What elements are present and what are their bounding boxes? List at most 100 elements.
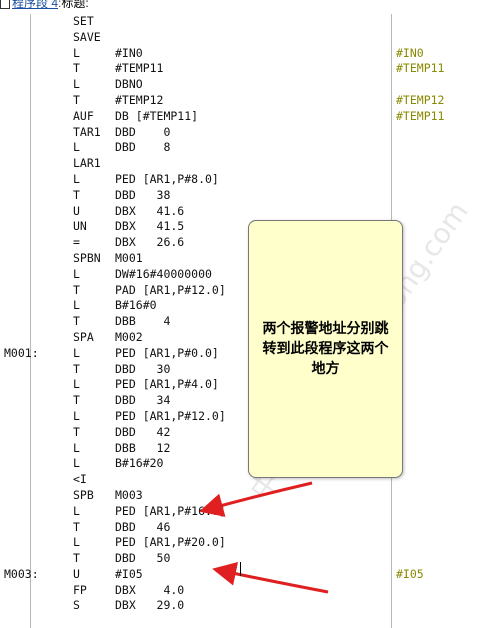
code-operator: U [73,566,80,581]
annotation-text: 两个报警地址分别跳转到此段程序这两个地方 [262,321,389,377]
code-comment: #TEMP12 [396,92,445,107]
code-operator: L [73,377,80,392]
code-line[interactable]: L PED [AR1,P#8.0] [0,172,490,188]
code-operator: T [73,187,80,202]
code-operator: FP [73,582,87,597]
code-operator: UN [73,219,87,234]
code-operand: M001 [115,250,143,265]
code-operand: DBNO [115,77,143,92]
code-operator: L [73,408,80,423]
header-separator: : [58,0,62,10]
code-operand: DBD 30 [115,361,171,376]
code-line[interactable]: L DW#16#40000000 [0,267,490,283]
code-line[interactable]: L#IN0#IN0 [0,46,490,62]
code-operator: L [73,77,80,92]
code-line[interactable]: L DBNO [0,77,490,93]
code-operand: B#16#20 [115,456,164,471]
code-line[interactable]: T DBD 46 [0,520,490,536]
code-operand: DBD 46 [115,519,171,534]
code-operand: M003 [115,487,143,502]
code-operator: SPBN [73,250,101,265]
code-line[interactable]: L B#16#20 [0,456,490,472]
code-operand: DBB 12 [115,440,171,455]
code-operand: DBD 42 [115,424,171,439]
code-operator: L [73,503,80,518]
code-line[interactable]: L PED [AR1,P#12.0] [0,409,490,425]
code-operator: T [73,282,80,297]
code-operator: T [73,519,80,534]
code-operand: DBB 4 [115,314,171,329]
collapse-box-icon[interactable] [0,0,10,9]
code-line[interactable]: T PAD [AR1,P#12.0] [0,283,490,299]
code-line[interactable]: SAVE [0,30,490,46]
code-operand: DBX 29.0 [115,598,185,613]
code-line[interactable]: LAR1 [0,156,490,172]
code-operand: PED [AR1,P#0.0] [115,345,219,360]
code-line[interactable]: M003:U#I05#I05 [0,567,490,583]
code-operator: L [73,140,80,155]
code-operator: T [73,314,80,329]
code-operator: L [73,171,80,186]
code-line[interactable]: SPBN M001 [0,251,490,267]
code-operand: DW#16#40000000 [115,266,212,281]
code-line[interactable]: = DBX 26.6 [0,235,490,251]
code-operator: T [73,393,80,408]
network-header: 程序段 4:标题: [0,0,89,10]
code-operator: L [73,266,80,281]
code-label: M003: [4,566,39,581]
code-comment: #IN0 [396,45,424,60]
code-line[interactable]: L PED [AR1,P#20.0] [0,535,490,551]
code-operand: DBX 26.6 [115,235,185,250]
code-operator: L [73,535,80,550]
code-operator: = [73,235,80,250]
code-operator: SPA [73,329,94,344]
code-line[interactable]: S DBX 29.0 [0,598,490,614]
code-operator: L [73,456,80,471]
code-comment: #TEMP11 [396,61,445,76]
code-operand: PED [AR1,P#8.0] [115,171,219,186]
code-operand: PED [AR1,P#20.0] [115,535,226,550]
code-operator: LAR1 [73,156,101,171]
code-operator: L [73,45,80,60]
code-operand: PED [AR1,P#12.0] [115,408,226,423]
code-line[interactable]: SPA M002 [0,330,490,346]
text-cursor [240,562,241,576]
code-line[interactable]: UN DBX 41.5 [0,219,490,235]
code-line[interactable]: T DBB 4 [0,314,490,330]
code-line[interactable]: SET [0,14,490,30]
code-line[interactable]: T#TEMP12#TEMP12 [0,93,490,109]
code-operand: DBX 41.5 [115,219,185,234]
code-operand: DBX 41.6 [115,203,185,218]
code-operator: S [73,598,80,613]
code-operator: U [73,203,80,218]
code-line[interactable]: U DBX 41.6 [0,204,490,220]
code-line[interactable]: T#TEMP11#TEMP11 [0,61,490,77]
code-line[interactable]: SPB M003 [0,488,490,504]
code-operand: PAD [AR1,P#12.0] [115,282,226,297]
network-title[interactable]: 程序段 4 [12,0,59,10]
code-operator: SAVE [73,29,101,44]
title-label: 标题: [61,0,89,10]
code-operand: M002 [115,329,143,344]
code-operator: SPB [73,487,94,502]
code-operand: DBD 50 [115,551,171,566]
code-operator: TAR1 [73,124,101,139]
code-comment: #TEMP11 [396,108,445,123]
code-line[interactable]: <I [0,472,490,488]
code-operator: SET [73,14,94,28]
